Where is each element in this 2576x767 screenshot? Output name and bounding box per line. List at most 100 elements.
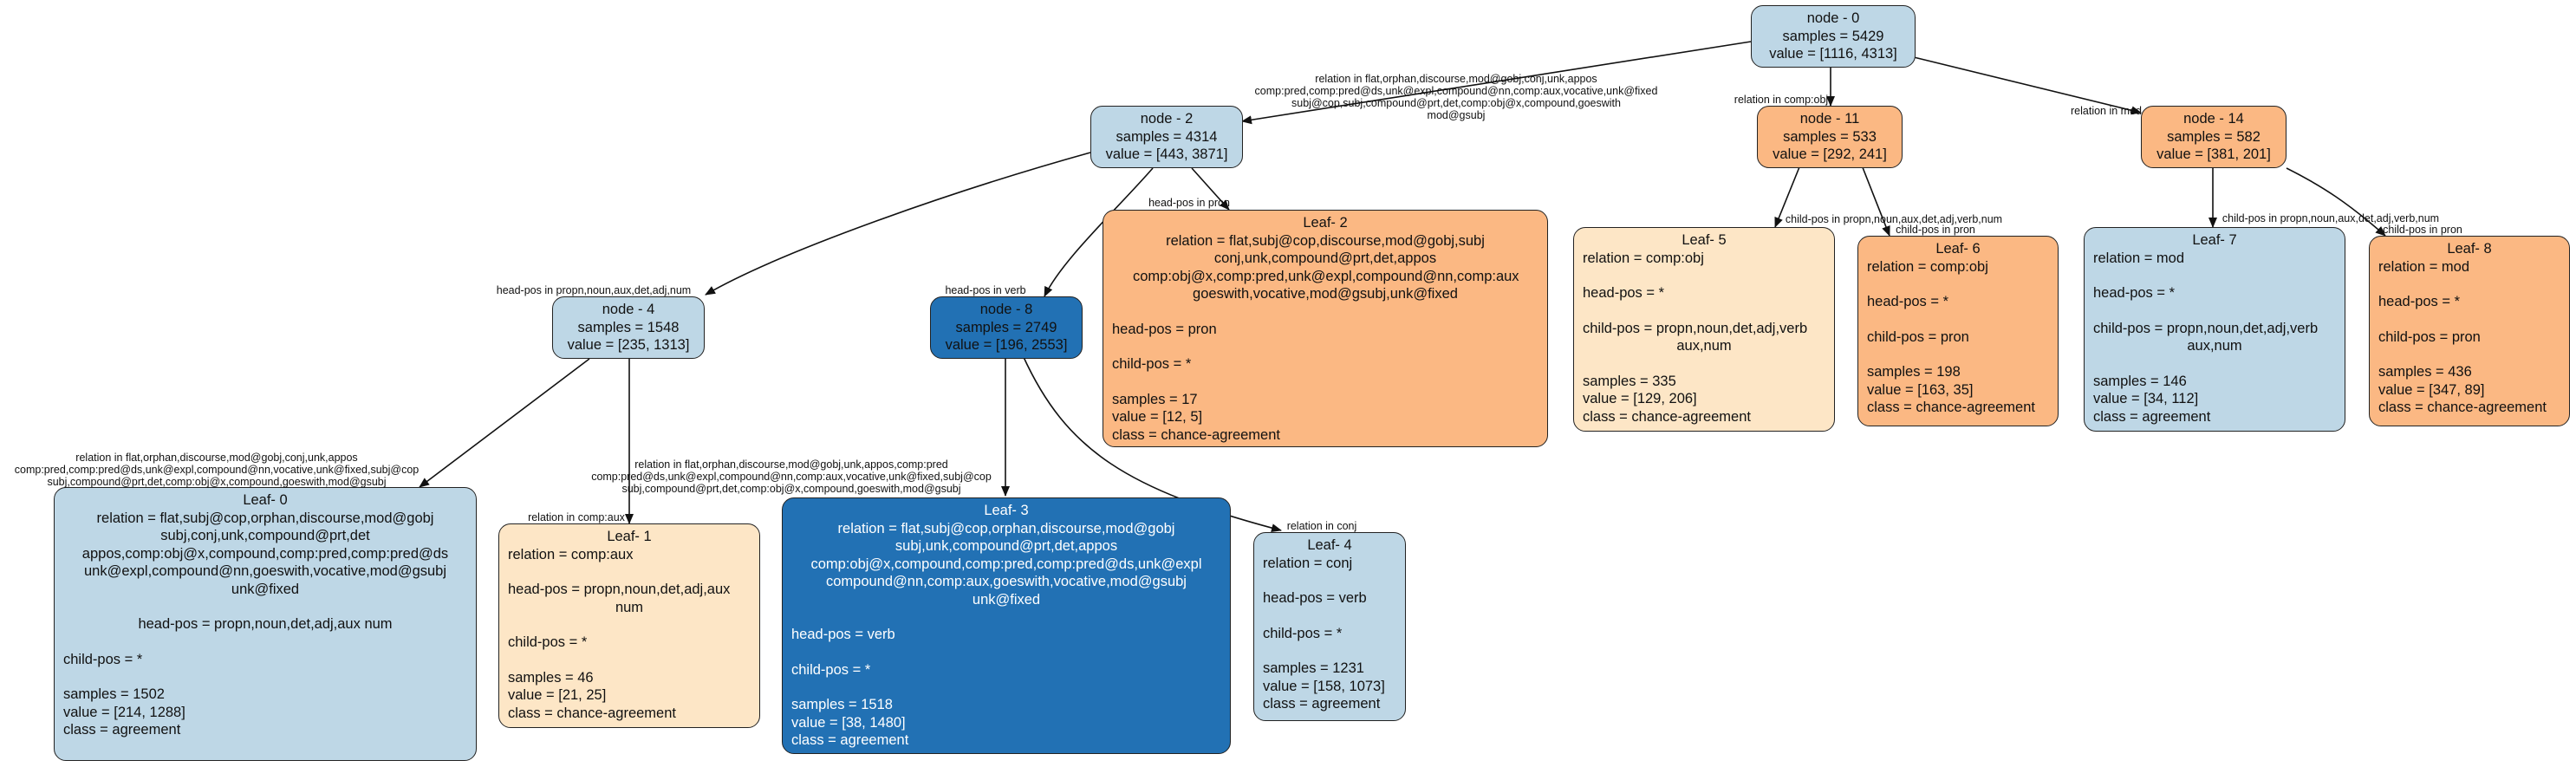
leaf-child-pos: child-pos = pron — [2378, 328, 2481, 345]
leaf-class: class = chance-agreement — [1867, 400, 2035, 415]
leaf-row — [2378, 311, 2560, 328]
leaf-title: Leaf- 4 — [1307, 537, 1352, 553]
leaf-0: Leaf- 0 relation = flat,subj@cop,orphan,… — [54, 487, 477, 761]
leaf-title: Leaf- 6 — [1935, 241, 1981, 257]
leaf-relation: relation = mod — [2378, 258, 2470, 275]
leaf-value: value = [347, 89] — [2378, 381, 2485, 398]
edge-label-line: child-pos in pron — [2383, 224, 2462, 236]
leaf-samples: samples = 198 — [1867, 364, 1961, 380]
leaf-child-pos: child-pos = * — [791, 661, 871, 678]
leaf-row — [1867, 311, 2049, 328]
leaf-title: Leaf- 5 — [1682, 232, 1727, 248]
edge-label-line: child-pos in propn,noun,aux,det,adj,verb… — [2221, 212, 2440, 224]
leaf-value: value = [158, 1073] — [1263, 678, 1385, 694]
leaf-row — [1583, 355, 1825, 373]
leaf-row — [63, 634, 467, 651]
leaf-relation: relation = comp:obj — [1867, 258, 1988, 275]
tree-node-2: node - 2 samples = 4314 value = [443, 38… — [1090, 106, 1243, 168]
edge-label-node2-node4: head-pos in propn,noun,aux,det,adj,num — [485, 284, 702, 296]
node-value: value = [443, 3871] — [1105, 146, 1228, 162]
leaf-row — [1583, 267, 1825, 284]
leaf-row — [63, 668, 467, 686]
leaf-row — [791, 644, 1221, 661]
leaf-head-pos: head-pos = pron — [1112, 321, 1217, 337]
leaf-relation: relation = comp:obj — [1583, 250, 1704, 266]
leaf-3: Leaf- 3 relation = flat,subj@cop,orphan,… — [782, 497, 1231, 754]
leaf-row — [2378, 276, 2560, 293]
leaf-child-pos: child-pos = pron — [1867, 328, 1969, 345]
leaf-row — [791, 608, 1221, 626]
edge-label-line: relation in flat,orphan,discourse,mod@go… — [75, 452, 358, 464]
leaf-row — [2093, 302, 2336, 320]
leaf-1: Leaf- 1 relation = comp:aux head-pos = p… — [498, 523, 760, 728]
node-value: value = [1116, 4313] — [1769, 46, 1897, 62]
leaf-7: Leaf- 7 relation = mod head-pos = * chil… — [2084, 227, 2345, 432]
tree-node-8: node - 8 samples = 2749 value = [196, 25… — [930, 296, 1083, 359]
edge-label-node2-node8: head-pos in verb — [938, 284, 1033, 296]
leaf-row — [1583, 302, 1825, 320]
edge-label-line: head-pos in pron — [1148, 197, 1230, 209]
node-title: node - 0 — [1806, 10, 1860, 26]
edge-label-node14-leaf8: child-pos in pron — [2379, 224, 2466, 236]
node-samples: samples = 582 — [2167, 128, 2261, 145]
edge-label-line: child-pos in pron — [1896, 224, 1975, 236]
leaf-samples: samples = 335 — [1583, 373, 1676, 389]
leaf-child-pos: child-pos = propn,noun,det,adj,verb — [2093, 320, 2319, 336]
edge-label-line: relation in conj — [1286, 520, 1357, 532]
leaf-class: class = chance-agreement — [508, 705, 676, 721]
leaf-child-pos: child-pos = * — [63, 651, 143, 667]
edge-label-node8-leaf4: relation in conj — [1278, 520, 1365, 532]
tree-node-4: node - 4 samples = 1548 value = [235, 13… — [552, 296, 705, 359]
leaf-value: value = [12, 5] — [1112, 409, 1203, 425]
node-value: value = [292, 241] — [1773, 146, 1887, 162]
node-samples: samples = 533 — [1783, 128, 1877, 145]
leaf-row — [508, 652, 751, 669]
edge-node2-node8 — [1044, 167, 1154, 297]
edge-node2-leaf2 — [1191, 167, 1230, 211]
leaf-title: Leaf- 2 — [1303, 215, 1348, 231]
edge-label-line: subj,compound@prt,det,comp:obj@x,compoun… — [47, 476, 387, 488]
leaf-head-pos: head-pos = * — [2093, 285, 2176, 301]
leaf-child-pos-cont: aux,num — [2187, 338, 2242, 354]
tree-node-14: node - 14 samples = 582 value = [381, 20… — [2141, 106, 2287, 168]
leaf-value: value = [129, 206] — [1583, 391, 1697, 406]
edge-label-line: subj@cop,subj,compound@prt,det,comp:obj@… — [1291, 97, 1621, 109]
leaf-row — [2093, 267, 2336, 284]
leaf-row — [2378, 346, 2560, 363]
leaf-child-pos: child-pos = propn,noun,det,adj,verb — [1583, 320, 1808, 336]
leaf-title: Leaf- 8 — [2447, 241, 2492, 257]
leaf-class: class = agreement — [791, 732, 909, 748]
leaf-relation: relation = flat,subj@cop,orphan,discours… — [810, 520, 1202, 608]
leaf-relation: relation = flat,subj@cop,discourse,mod@g… — [1133, 232, 1519, 302]
leaf-value: value = [214, 1288] — [63, 704, 185, 720]
edge-label-node2-leaf2: head-pos in pron — [1137, 197, 1241, 209]
leaf-head-pos: head-pos = * — [1583, 285, 1665, 301]
leaf-class: class = agreement — [1263, 696, 1381, 712]
leaf-class: class = agreement — [63, 722, 181, 738]
leaf-row — [1263, 572, 1396, 589]
leaf-samples: samples = 17 — [1112, 391, 1198, 407]
leaf-5: Leaf- 5 relation = comp:obj head-pos = *… — [1573, 227, 1835, 432]
leaf-relation: relation = flat,subj@cop,orphan,discours… — [81, 510, 449, 597]
leaf-row — [508, 563, 751, 581]
leaf-samples: samples = 436 — [2378, 364, 2472, 380]
tree-node-11: node - 11 samples = 533 value = [292, 24… — [1757, 106, 1903, 168]
leaf-title: Leaf- 0 — [243, 492, 288, 508]
node-value: value = [381, 201] — [2156, 146, 2271, 162]
node-value: value = [196, 2553] — [945, 337, 1068, 353]
node-samples: samples = 4314 — [1116, 128, 1218, 145]
leaf-2: Leaf- 2 relation = flat,subj@cop,discour… — [1103, 210, 1548, 447]
node-samples: samples = 5429 — [1782, 28, 1884, 44]
leaf-value: value = [38, 1480] — [791, 714, 906, 731]
node-samples: samples = 2749 — [955, 319, 1057, 335]
leaf-class: class = chance-agreement — [1112, 426, 1280, 443]
leaf-samples: samples = 1502 — [63, 686, 165, 702]
edge-label-node0-node11: relation in comp:obj — [1729, 94, 1833, 106]
leaf-class: class = chance-agreement — [2378, 400, 2547, 415]
leaf-class: class = chance-agreement — [1583, 408, 1751, 425]
leaf-head-pos-cont: num — [615, 599, 644, 615]
leaf-row — [1867, 276, 2049, 293]
leaf-relation: relation = comp:aux — [508, 546, 634, 562]
node-title: node - 11 — [1799, 111, 1860, 127]
node-samples: samples = 1548 — [577, 319, 680, 335]
